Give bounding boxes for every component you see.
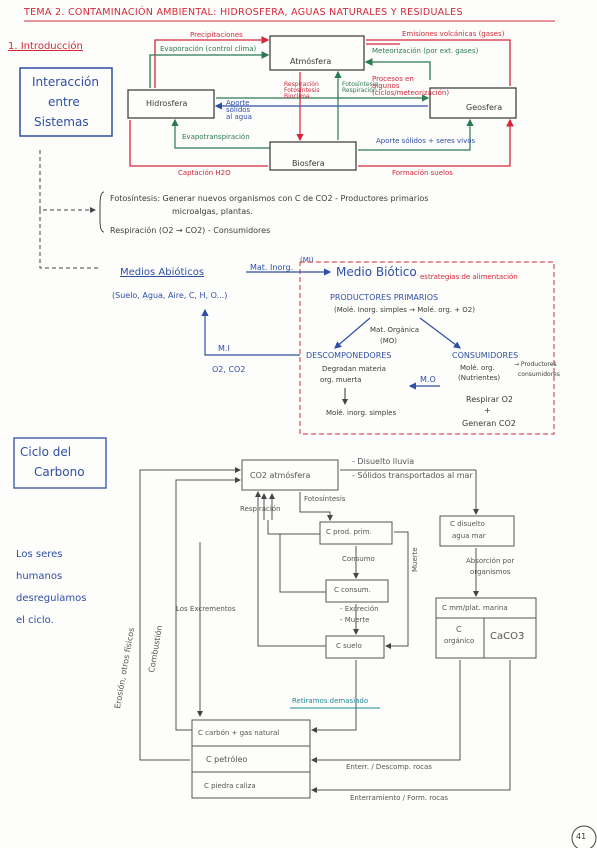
mat-org-label: Mat. Orgánica <box>370 326 420 334</box>
human-note-2: humanos <box>16 571 63 582</box>
deforest-label: Retiramos demasiado <box>292 697 369 705</box>
c-dead-marine-box: C mm/plat. marina <box>442 604 508 612</box>
consumers-type-1: → Productores <box>514 361 557 368</box>
respiration-cycle-label: Respiración <box>240 505 281 513</box>
c-organic-2: orgánico <box>444 637 475 645</box>
consumers-eq-1: Molé. org. <box>460 364 495 372</box>
excretion-label-1: - Excreción <box>340 605 379 613</box>
biotic-title: Medio Biótico <box>336 265 417 279</box>
consumers-resp-3: Generan CO2 <box>462 419 516 428</box>
c-soil-box: C suelo <box>336 642 362 650</box>
burial-label: Enterr. / Descomp. rocas <box>346 763 432 771</box>
carbon-cycle-heading-1: Ciclo del <box>20 445 72 459</box>
evapotranspiration-label: Evapotranspiración <box>182 133 250 141</box>
soil-formation-label: Formación suelos <box>392 169 453 177</box>
abiotic-title: Medios Abióticos <box>120 267 205 278</box>
section-heading-intro: 1. Introducción <box>8 41 83 52</box>
co2-atmosphere-box: CO2 atmósfera <box>250 471 311 480</box>
c-dissolved-1: C disuelto <box>450 520 485 528</box>
human-note-1: Los seres <box>16 549 63 560</box>
c-oil-box: C petróleo <box>206 755 248 764</box>
meteorization-label: Meteorización (por ext. gases) <box>372 47 479 55</box>
rock-formation-label: Enterramiento / Form. rocas <box>350 794 449 802</box>
solid-input-label: Aporte sólidos al agua <box>226 99 252 121</box>
precipitations-label: Precipitaciones <box>190 31 243 39</box>
photosynthesis-text: Fotosíntesis: Generar nuevos organismos … <box>110 194 429 203</box>
biotic-sub: estrategias de alimentación <box>420 273 518 281</box>
mat-inorg-sub: (MI) <box>300 256 314 264</box>
photosynthesis-note: microalgas, plantas. <box>172 207 253 216</box>
consumers-resp-2: + <box>484 406 491 415</box>
absorption-label-1: Absorción por <box>466 557 515 565</box>
death-label: Muerte <box>411 547 419 572</box>
consumers-title: CONSUMIDORES <box>452 351 519 360</box>
interaction-line-2: entre <box>48 95 80 109</box>
mat-inorg-label: Mat. Inorg. <box>250 263 294 272</box>
decomposers-desc-2: org. muerta <box>320 376 362 384</box>
consumption-label: Consumo <box>342 555 375 563</box>
excretion-label-2: - Muerte <box>340 616 370 624</box>
dissolved-label: - Disuelto lluvia <box>352 457 415 466</box>
decomposers-out: Molé. inorg. simples <box>326 409 397 417</box>
water-capture-label: Captación H2O <box>178 169 231 177</box>
o2-co2-label: O2, CO2 <box>212 365 246 374</box>
hydrosphere-label: Hidrosfera <box>146 99 188 108</box>
atmosphere-label: Atmósfera <box>290 57 332 66</box>
consumers-eq-2: (Nutrientes) <box>458 374 501 382</box>
producers-equation: (Molé. Inorg. simples → Molé. org. + O2) <box>334 306 475 314</box>
c-organic-1: C <box>456 625 462 634</box>
caco3-box: CaCO3 <box>490 631 525 642</box>
c-coal-box: C carbón + gas natural <box>198 729 280 737</box>
photo-resp-label: Fotosíntesis Respiración <box>342 81 378 94</box>
evaporation-label: Evaporación (control clima) <box>160 45 257 53</box>
photosynthesis-cycle-label: Fotosíntesis <box>304 495 346 503</box>
respiration-text: Respiración (O2 → CO2) - Consumidores <box>110 226 271 235</box>
decomposers-title: DESCOMPONEDORES <box>306 351 392 360</box>
interaction-line-3: Sistemas <box>34 115 89 129</box>
mi-label: M.I <box>218 344 230 353</box>
human-note-3: desregulamos <box>16 593 87 604</box>
page-number: 41 <box>576 832 587 841</box>
solid-input-mar-label: Aporte sólidos + seres vivos <box>376 137 476 145</box>
consumers-resp-1: Respirar O2 <box>466 395 513 404</box>
excrements-label: Los Excrementos <box>176 605 236 613</box>
processes-label: Procesos en algunos (ciclos/meteorizació… <box>372 75 450 97</box>
page-title: TEMA 2. CONTAMINACIÓN AMBIENTAL: HIDROSF… <box>24 7 463 18</box>
solids-label: - Sólidos transportados al mar <box>352 471 473 480</box>
c-prod-prim-box: C prod. prim. <box>326 528 372 536</box>
biosphere-label: Biosfera <box>292 159 325 168</box>
absorption-label-2: organismos <box>470 568 511 576</box>
decomposers-desc-1: Degradan materia <box>322 365 386 373</box>
c-limestone-box: C piedra caliza <box>204 782 256 790</box>
c-dissolved-2: agua mar <box>452 532 486 540</box>
volcanic-label: Emisiones volcánicas (gases) <box>402 30 505 38</box>
abiotic-items: (Suelo, Agua, Aire, C, H, O...) <box>112 291 228 300</box>
mo-label: M.O <box>420 375 436 384</box>
carbon-cycle-heading-2: Carbono <box>34 465 85 479</box>
respiration-photo-label: Respiración Fotosíntesis Bioclima <box>284 81 320 100</box>
human-note-4: el ciclo. <box>16 615 54 626</box>
consumers-type-2: consumidores <box>518 371 560 378</box>
interaction-line-1: Interacción <box>32 75 99 89</box>
c-consum-box: C consum. <box>334 586 371 594</box>
geosphere-label: Geosfera <box>466 103 503 112</box>
producers-title: PRODUCTORES PRIMARIOS <box>330 293 439 302</box>
mat-org-sub: (MO) <box>380 337 398 345</box>
